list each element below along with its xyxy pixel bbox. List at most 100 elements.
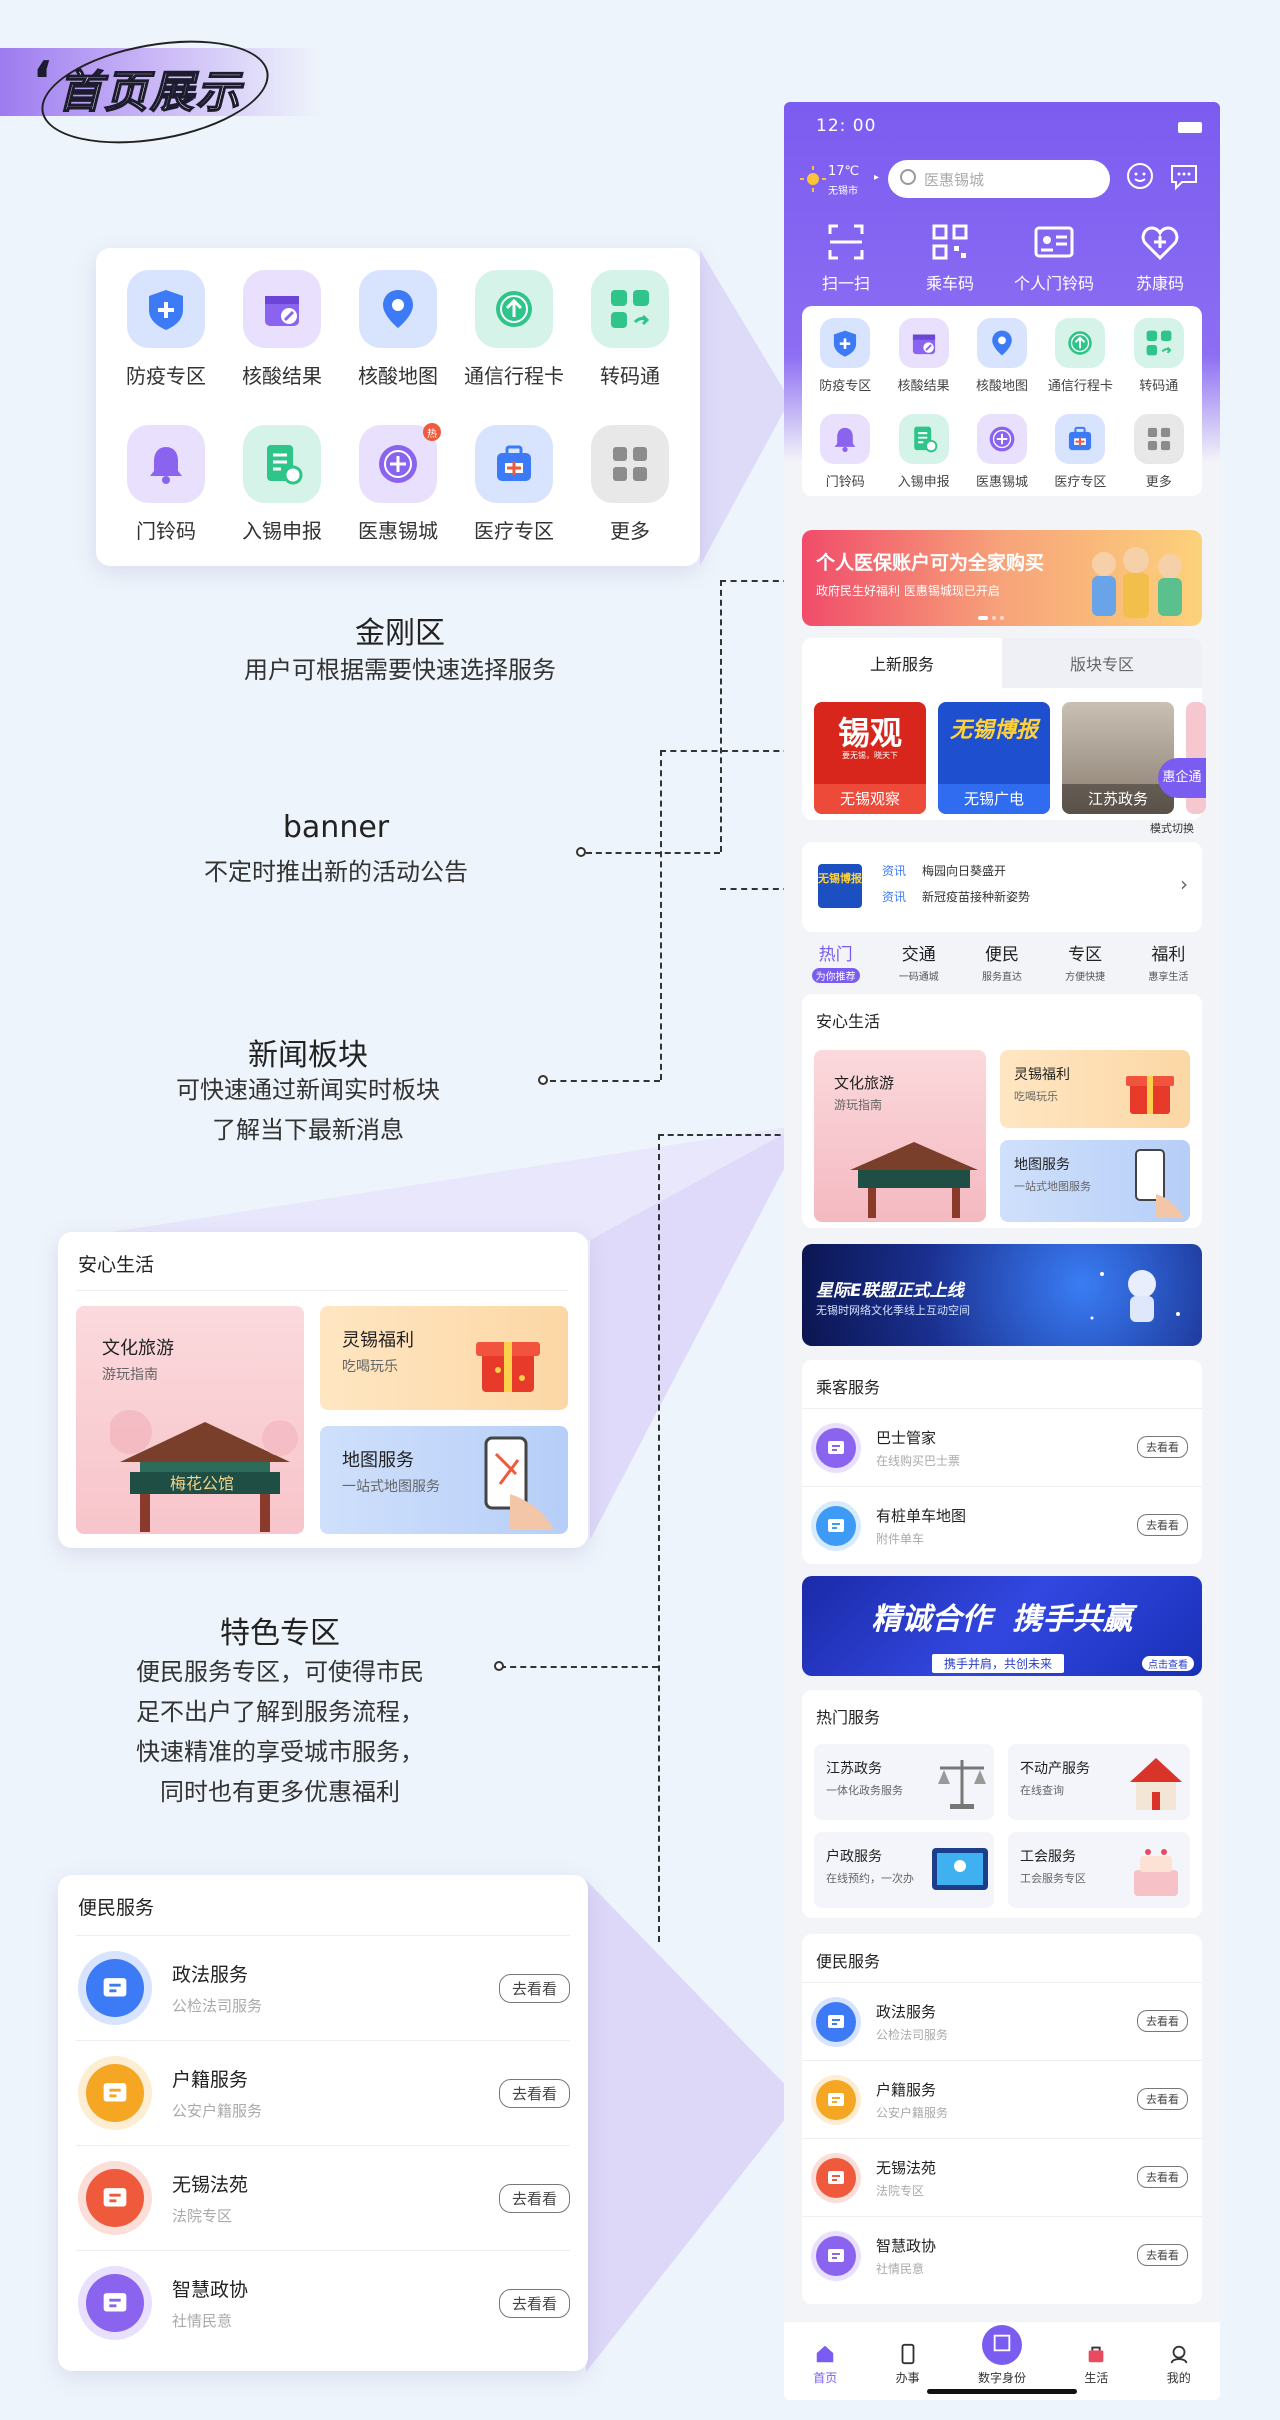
phone-jingang-item-7[interactable]: 医惠锡城 [963, 414, 1041, 490]
hot-service-union[interactable]: 工会服务 工会服务专区 [1008, 1832, 1190, 1908]
document-report-icon [243, 425, 321, 503]
header-ribbon [0, 48, 320, 116]
category-tab-3[interactable]: 专区方便快捷 [1065, 945, 1106, 983]
service-row[interactable]: 巴士管家在线购买巴士票去看看 [802, 1408, 1202, 1486]
phone-culture-tile[interactable]: 文化旅游 游玩指南 [814, 1050, 986, 1222]
new-service-tile-jiangsu[interactable]: 江苏政务 [1062, 702, 1174, 814]
jingang-item-9[interactable]: 更多 [572, 425, 688, 544]
cooperation-banner[interactable]: 精诚合作 携手共赢 携手并肩，共创未来 点击查看 [802, 1576, 1202, 1676]
jingang-item-3[interactable]: 通信行程卡 [456, 270, 572, 389]
jingang-item-2[interactable]: 核酸地图 [340, 270, 456, 389]
phone-jingang-item-1[interactable]: 核酸结果 [884, 318, 962, 394]
tab-life-bag[interactable]: 生活 [1084, 2343, 1108, 2386]
convenience-list: 政法服务公检法司服务去看看户籍服务公安户籍服务去看看无锡法苑法院专区去看看智慧政… [58, 1935, 588, 2355]
hot-service-jiangsu[interactable]: 江苏政务 一体化政务服务 [814, 1744, 994, 1820]
quick-action-1[interactable]: 乘车码 [908, 222, 992, 294]
phone-jingang-item-2[interactable]: 核酸地图 [963, 318, 1041, 394]
scan-icon [828, 224, 864, 260]
go-see-button[interactable]: 去看看 [498, 2289, 570, 2318]
digital-id-icon [981, 2325, 1022, 2365]
phone-jingang-item-9[interactable]: 更多 [1120, 414, 1198, 490]
tab-new-services[interactable]: 上新服务 [802, 638, 1002, 688]
phone-welfare-tile[interactable]: 灵锡福利 吃喝玩乐 [1000, 1050, 1190, 1128]
service-row[interactable]: 户籍服务公安户籍服务去看看 [76, 2040, 570, 2145]
go-see-button[interactable]: 去看看 [498, 1974, 570, 2003]
tab-profile[interactable]: 我的 [1167, 2343, 1191, 2386]
phone-jingang-item-6[interactable]: 入锡申报 [884, 414, 962, 490]
go-see-button[interactable]: 去看看 [1137, 2166, 1188, 2188]
phone-jingang-item-8[interactable]: 医疗专区 [1041, 414, 1119, 490]
jingang-item-7[interactable]: 热医惠锡城 [340, 423, 456, 544]
go-see-button[interactable]: 去看看 [498, 2184, 570, 2213]
jingang-annotation-title: 金刚区 [355, 616, 445, 651]
news-item-1[interactable]: 资讯梅园向日葵盛开 [882, 864, 1007, 878]
transfer-code-icon [591, 270, 669, 348]
message-icon[interactable] [1168, 160, 1200, 192]
smile-service-icon[interactable] [1124, 160, 1156, 192]
service-row[interactable]: 智慧政协社情民意去看看 [802, 2216, 1202, 2294]
jingang-item-5[interactable]: 门铃码 [108, 425, 224, 544]
tab-home[interactable]: 首页 [813, 2343, 837, 2386]
phone-task-icon [901, 2343, 914, 2365]
home-icon [816, 2345, 834, 2363]
jingang-item-4[interactable]: 转码通 [572, 270, 688, 389]
news-card[interactable]: 无锡博报 资讯梅园向日葵盛开 资讯新冠疫苗接种新姿势 › [802, 842, 1202, 932]
map-service-tile[interactable]: 地图服务 一站式地图服务 [320, 1426, 568, 1534]
phone-jingang-item-3[interactable]: 通信行程卡 [1041, 318, 1119, 394]
jingang-item-1[interactable]: 核酸结果 [224, 270, 340, 389]
phone-jingang-item-5[interactable]: 门铃码 [806, 414, 884, 490]
life-card-title: 安心生活 [78, 1254, 155, 1276]
sun-icon [800, 166, 826, 192]
jingang-item-0[interactable]: 防疫专区 [108, 270, 224, 389]
category-tab-4[interactable]: 福利惠享生活 [1148, 945, 1189, 983]
tab-digital-id[interactable]: 数字身份 [978, 2325, 1026, 2386]
quick-action-3[interactable]: 苏康码 [1118, 222, 1202, 294]
promo-banner[interactable]: 个人医保账户可为全家购买 政府民生好福利 医惠锡城现已开启 [802, 530, 1202, 626]
news-item-2[interactable]: 资讯新冠疫苗接种新姿势 [882, 890, 1031, 904]
phone-map-tile[interactable]: 地图服务 一站式地图服务 [1000, 1140, 1190, 1222]
star-alliance-banner[interactable]: 星际E联盟正式上线 无锡时网络文化季线上互动空间 [802, 1244, 1202, 1346]
go-see-button[interactable]: 去看看 [1137, 2244, 1188, 2266]
quick-action-2[interactable]: 个人门铃码 [1012, 222, 1096, 294]
service-row[interactable]: 无锡法苑法院专区去看看 [802, 2138, 1202, 2216]
go-see-button[interactable]: 去看看 [1137, 1436, 1188, 1458]
cooperation-view-button[interactable]: 点击查看 [1142, 1656, 1194, 1671]
category-tab-1[interactable]: 交通一码通城 [898, 945, 939, 983]
go-see-button[interactable]: 去看看 [1137, 1514, 1188, 1536]
go-see-button[interactable]: 去看看 [498, 2079, 570, 2108]
banner-pagination[interactable] [978, 616, 1004, 620]
tab-section-zone[interactable]: 版块专区 [1002, 638, 1202, 688]
service-row[interactable]: 户籍服务公安户籍服务去看看 [802, 2060, 1202, 2138]
float-huiqitong-button[interactable]: 惠企通 [1158, 758, 1206, 798]
category-tabs: 热门为你推荐交通一码通城 便民服务直达 专区方便快捷 福利惠享生活 [794, 940, 1210, 990]
jingang-item-8[interactable]: 医疗专区 [456, 425, 572, 544]
culture-travel-tile[interactable]: 文化旅游 游玩指南 梅花公馆 [76, 1306, 304, 1534]
service-row[interactable]: 有桩单车地图附件单车去看看 [802, 1486, 1202, 1564]
jingang-item-label: 核酸结果 [242, 364, 322, 388]
phone-jingang-item-4[interactable]: 转码通 [1120, 318, 1198, 394]
shield-plus-icon [820, 318, 871, 368]
new-service-tile-broadcast[interactable]: 无锡博报 无锡广电 [938, 702, 1050, 814]
hot-service-household[interactable]: 户政服务 在线预约，一次办 [814, 1832, 994, 1908]
service-row[interactable]: 政法服务公检法司服务去看看 [76, 1935, 570, 2040]
jingang-item-6[interactable]: 入锡申报 [224, 425, 340, 544]
mode-switch-link[interactable]: 模式切换 [1150, 822, 1194, 835]
search-input[interactable]: 医惠锡城 [888, 160, 1110, 198]
service-row[interactable]: 政法服务公检法司服务去看看 [802, 1982, 1202, 2060]
phone-jingang-item-label: 核酸地图 [975, 379, 1028, 394]
category-tab-2[interactable]: 便民服务直达 [981, 945, 1022, 983]
service-icon [86, 1959, 144, 2017]
hot-service-realestate[interactable]: 不动产服务 在线查询 [1008, 1744, 1190, 1820]
phone-jingang-item-0[interactable]: 防疫专区 [806, 318, 884, 394]
service-row[interactable]: 无锡法苑法院专区去看看 [76, 2145, 570, 2250]
category-tab-0[interactable]: 热门为你推荐 [811, 940, 860, 990]
welfare-tile[interactable]: 灵锡福利 吃喝玩乐 [320, 1306, 568, 1410]
go-see-button[interactable]: 去看看 [1137, 2088, 1188, 2110]
passenger-list: 巴士管家在线购买巴士票去看看有桩单车地图附件单车去看看 [802, 1408, 1202, 1564]
service-row[interactable]: 智慧政协社情民意去看看 [76, 2250, 570, 2355]
quick-action-0[interactable]: 扫一扫 [804, 222, 888, 294]
new-service-tile-guancha[interactable]: 锡观 要无锡，晓天下 无锡观察 [814, 702, 926, 814]
go-see-button[interactable]: 去看看 [1137, 2010, 1188, 2032]
tab-phone-task[interactable]: 办事 [896, 2343, 920, 2386]
